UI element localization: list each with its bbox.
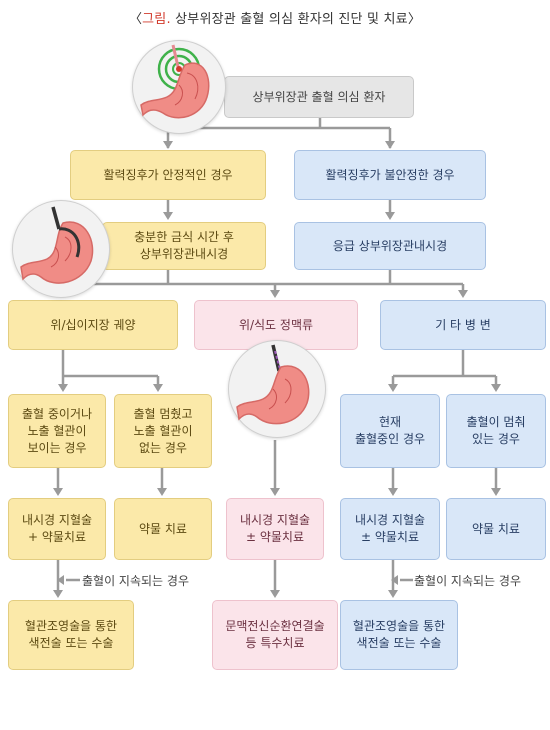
node-other-endo: 내시경 지혈술 ± 약물치료: [340, 498, 440, 560]
note-bleeding-persists-left: 출혈이 지속되는 경우: [82, 574, 189, 588]
title-text: 상부위장관 출혈 의심 환자의 진단 및 치료〉: [170, 12, 422, 27]
node-varix-endo: 내시경 지혈술 ± 약물치료: [226, 498, 324, 560]
arrow-other-split: [391, 350, 498, 390]
note-bleeding-persists-right: 출혈이 지속되는 경우: [414, 574, 521, 588]
node-top: 상부위장관 출혈 의심 환자: [224, 76, 414, 118]
figure-title: 〈그림. 상부위장관 출혈 의심 환자의 진단 및 치료〉: [0, 8, 550, 27]
node-ulcer: 위/십이지장 궤양: [8, 300, 178, 350]
node-fasting: 충분한 금식 시간 후 상부위장관내시경: [102, 222, 266, 270]
node-stable: 활력징후가 안정적인 경우: [70, 150, 266, 200]
arrow-ulcer-split: [61, 350, 160, 390]
node-other-stopped: 출혈이 멈춰 있는 경우: [446, 394, 546, 468]
node-ulcer-endo: 내시경 지혈술 + 약물치료: [8, 498, 106, 560]
stomach-endoscope-icon: [12, 200, 110, 298]
node-other: 기 타 병 변: [380, 300, 546, 350]
node-ulcer-final: 혈관조영술을 통한 색전술 또는 수술: [8, 600, 134, 670]
node-urgent: 응급 상부위장관내시경: [294, 222, 486, 270]
node-ulcer-active: 출혈 중이거나 노출 혈관이 보이는 경우: [8, 394, 106, 468]
arrow-top-split: [166, 118, 392, 148]
node-ulcer-drug: 약물 치료: [114, 498, 212, 560]
title-prefix: 〈: [128, 12, 143, 27]
stomach-bleeding-icon: [132, 40, 226, 134]
node-other-drug: 약물 치료: [446, 498, 546, 560]
node-unstable: 활력징후가 불안정한 경우: [294, 150, 486, 200]
node-other-final: 혈관조영술을 통한 색전술 또는 수술: [340, 600, 458, 670]
title-accent: 그림.: [142, 12, 171, 27]
stomach-varix-icon: [228, 340, 326, 438]
node-varix-final: 문맥전신순환연결술 등 특수치료: [212, 600, 338, 670]
node-other-active: 현재 출혈중인 경우: [340, 394, 440, 468]
node-ulcer-stopped: 출혈 멈췄고 노출 혈관이 없는 경우: [114, 394, 212, 468]
arrow-merge: [61, 270, 465, 296]
